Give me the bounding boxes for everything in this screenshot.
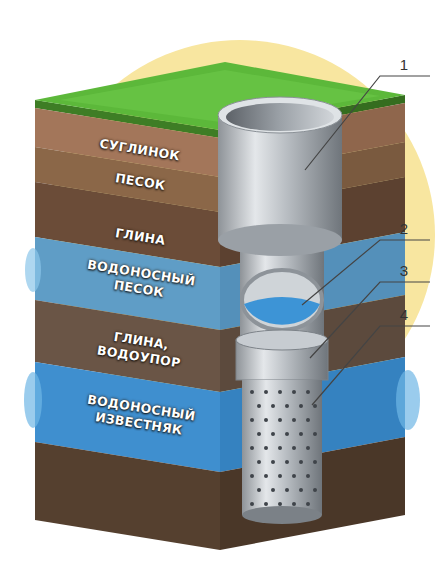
perforation: [257, 432, 261, 436]
callout-number: 4: [400, 307, 408, 322]
perforation: [257, 488, 261, 492]
leader-line: [302, 240, 430, 305]
callout-number: 2: [400, 221, 408, 236]
perforation: [292, 446, 296, 450]
casing-bottom: [218, 224, 342, 256]
perforation: [285, 460, 289, 464]
perforation: [250, 446, 254, 450]
perforation: [264, 502, 268, 506]
perforation: [306, 474, 310, 478]
water-splash: [25, 248, 41, 292]
filter-pipe: [242, 380, 322, 515]
perforation: [285, 488, 289, 492]
perforation: [278, 474, 282, 478]
perforation: [257, 404, 261, 408]
perforation: [306, 390, 310, 394]
casing-pipe: [218, 115, 342, 240]
perforation: [313, 432, 317, 436]
perforation: [278, 502, 282, 506]
leader-line: [305, 76, 430, 170]
leader-line: [310, 282, 430, 358]
perforation: [264, 446, 268, 450]
perforation: [292, 474, 296, 478]
perforation: [271, 460, 275, 464]
perforation: [278, 390, 282, 394]
perforation: [306, 446, 310, 450]
filter-bottom: [242, 506, 322, 524]
perforation: [257, 460, 261, 464]
perforation: [264, 418, 268, 422]
coupling-rim: [236, 330, 328, 350]
water-in-pipe: [244, 297, 320, 325]
perforation: [285, 432, 289, 436]
perforation: [292, 502, 296, 506]
perforation: [306, 502, 310, 506]
perforation: [292, 418, 296, 422]
perforation: [313, 488, 317, 492]
casing-rim: [218, 97, 342, 133]
perforation: [313, 404, 317, 408]
filter-perforations: [250, 390, 317, 506]
pipe-cutaway: [242, 270, 322, 330]
perforation: [250, 474, 254, 478]
bedrock-layer: [35, 442, 220, 550]
perforation: [292, 390, 296, 394]
perforation: [271, 432, 275, 436]
perforation: [278, 446, 282, 450]
perforation: [264, 390, 268, 394]
perforation: [271, 488, 275, 492]
perforation: [250, 390, 254, 394]
perforation: [299, 488, 303, 492]
perforation: [285, 404, 289, 408]
perforation: [299, 460, 303, 464]
perforation: [313, 460, 317, 464]
perforation: [306, 418, 310, 422]
perforation: [299, 404, 303, 408]
perforation: [271, 404, 275, 408]
water-splash: [24, 372, 42, 428]
perforation: [278, 418, 282, 422]
perforation: [250, 502, 254, 506]
callout-number: 1: [400, 57, 408, 72]
callout-number: 3: [400, 263, 408, 278]
casing-inside: [226, 103, 334, 131]
water-splash: [396, 370, 420, 430]
perforation: [250, 418, 254, 422]
perforation: [264, 474, 268, 478]
perforation: [299, 432, 303, 436]
leader-line: [312, 326, 430, 405]
